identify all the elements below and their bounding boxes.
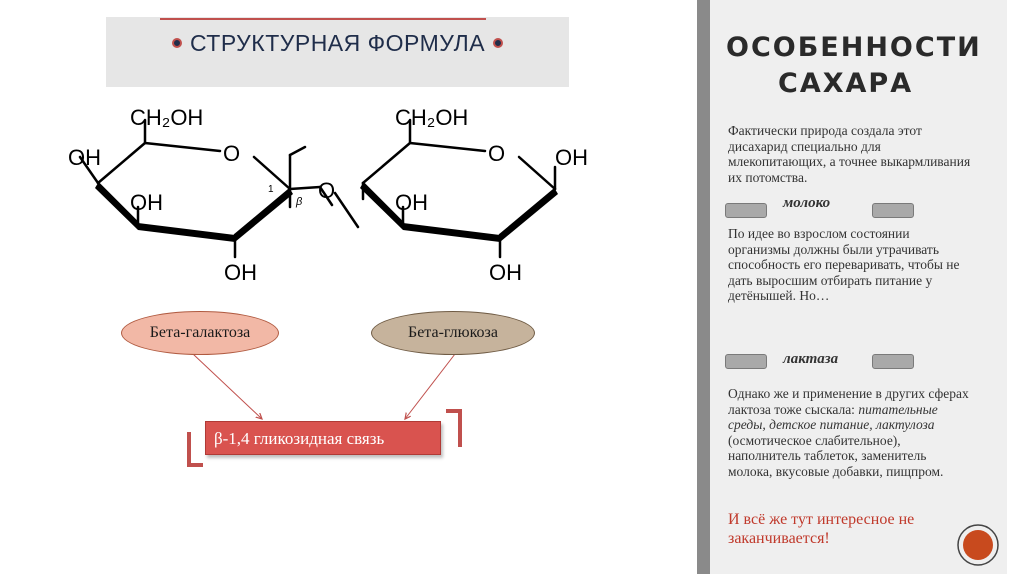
ch2oh-right-label: CH₂OH xyxy=(395,105,468,130)
beta-label: β xyxy=(295,196,303,208)
header-accent-line xyxy=(160,18,486,20)
oh-right-c3: OH xyxy=(395,190,428,215)
page-title: СТРУКТУРНАЯ ФОРМУЛА xyxy=(106,30,569,57)
next-slide-button[interactable] xyxy=(955,522,1001,568)
glucose-label: Бета-глюкоза xyxy=(408,324,498,341)
diagram-arrows xyxy=(187,353,462,467)
panel-intro: Фактически природа создала этот дисахари… xyxy=(728,123,971,185)
bullet-icon xyxy=(493,37,504,48)
lactase-description: Однако же и применение в других сферах л… xyxy=(728,386,973,479)
lactase-tag-left xyxy=(725,354,767,369)
glycosidic-bond-box: β-1,4 гликозидная связь xyxy=(205,421,441,455)
header-box xyxy=(106,17,569,87)
ch2oh-left-label: CH₂OH xyxy=(130,105,203,130)
panel-final-note: И всё же тут интересное не заканчивается… xyxy=(728,511,915,547)
panel-title-line2: САХАРА xyxy=(778,68,914,99)
side-panel xyxy=(710,0,1007,574)
ring-oxygen-right: O xyxy=(488,141,505,166)
galactose-ellipse: Бета-галактоза xyxy=(121,311,279,355)
milk-label: молоко xyxy=(783,195,831,211)
milk-tag-left xyxy=(725,203,767,218)
bracket-right xyxy=(446,409,462,447)
lactase-tag-right xyxy=(872,354,914,369)
arrow-glucose xyxy=(405,353,456,419)
arrow-galactose xyxy=(192,353,262,419)
bracket-left xyxy=(187,432,203,467)
oh-right-c2: OH xyxy=(489,260,522,285)
page-title-text: СТРУКТУРНАЯ ФОРМУЛА xyxy=(189,30,486,56)
lactase-desc-italic: питательные среды, детское питание, лакт… xyxy=(728,401,938,433)
glucose-ellipse: Бета-глюкоза xyxy=(371,311,535,355)
oh-left-c3: OH xyxy=(130,190,163,215)
panel-title: ОСОБЕННОСТИ САХАРА xyxy=(726,30,996,102)
lactase-desc-part1: Однако же и применение в других сферах л… xyxy=(728,386,969,417)
carbon-number-label: 1 xyxy=(268,184,274,195)
oh-left-c4: OH xyxy=(68,145,101,170)
panel-edge xyxy=(1007,0,1024,574)
glycosidic-oxygen: O xyxy=(318,178,335,203)
oh-right-c1: OH xyxy=(555,145,588,170)
glycosidic-bond-label: β-1,4 гликозидная связь xyxy=(214,429,385,448)
lactose-structure: CH₂OH O OH OH OH 1 β O CH₂OH O OH OH OH xyxy=(68,105,588,285)
lactase-desc-part2: (осмотическое слабительное), наполнитель… xyxy=(728,432,944,479)
oh-left-c2: OH xyxy=(224,260,257,285)
lactase-label: лактаза xyxy=(783,351,839,367)
galactose-label: Бета-галактоза xyxy=(149,324,251,341)
panel-title-line1: ОСОБЕННОСТИ xyxy=(726,32,982,63)
milk-tag-right xyxy=(872,203,914,218)
milk-description: По идее во взрослом состоянии организмы … xyxy=(728,226,960,303)
ring-oxygen-left: O xyxy=(223,141,240,166)
bullet-icon xyxy=(171,37,182,48)
